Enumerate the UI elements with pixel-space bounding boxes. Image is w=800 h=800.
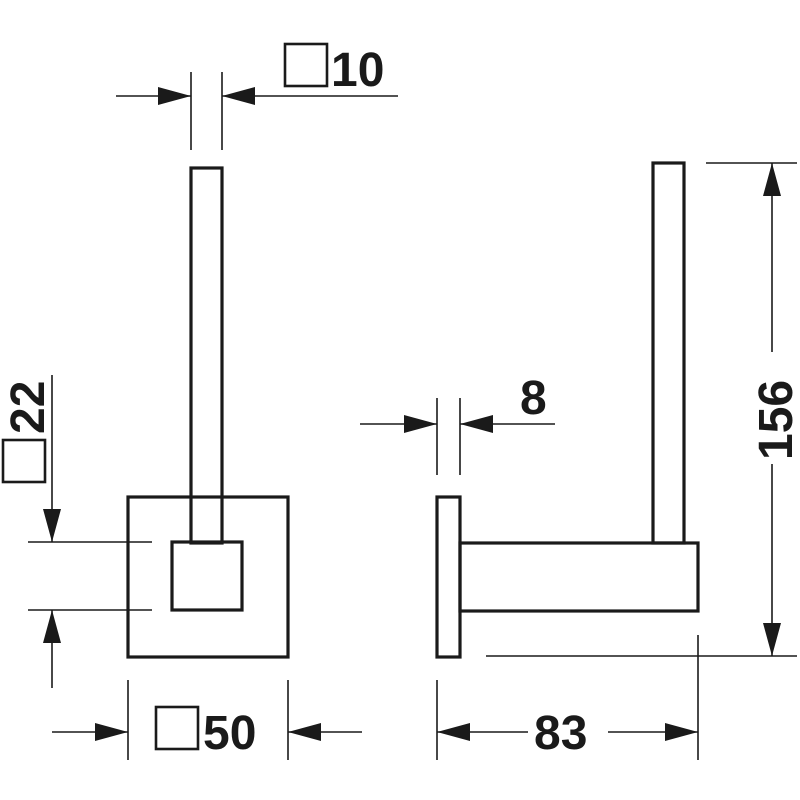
- square-symbol-icon: [1, 438, 47, 484]
- side-rod: [651, 161, 686, 545]
- front-wall-plate: [126, 495, 290, 659]
- arrowhead: [437, 723, 470, 741]
- arrowhead: [95, 723, 128, 741]
- arrowhead: [222, 87, 255, 105]
- arrowhead: [763, 163, 781, 196]
- dimension-base-square: 22: [1, 375, 152, 688]
- dimension-label: 83: [534, 707, 587, 760]
- dimension-label: 10: [331, 44, 384, 97]
- dimension-rod-square: 10: [116, 42, 398, 150]
- dimension-plate-thickness: 8: [360, 372, 555, 475]
- dimension-plate-square: 50: [52, 680, 362, 760]
- front-rod: [189, 166, 224, 545]
- arrowhead: [665, 723, 698, 741]
- arrowhead: [158, 87, 191, 105]
- arrowhead: [43, 509, 61, 542]
- side-arm: [458, 541, 700, 613]
- dimension-label: 8: [520, 372, 547, 425]
- square-symbol-icon: [154, 705, 200, 751]
- arrowhead: [43, 610, 61, 643]
- dimension-height: 156: [486, 162, 800, 657]
- arrowhead: [288, 723, 321, 741]
- arrowhead: [460, 415, 493, 433]
- dimension-label: 22: [2, 381, 55, 434]
- dimension-label: 50: [203, 707, 256, 760]
- side-view: [435, 161, 700, 659]
- front-view: [126, 166, 290, 659]
- front-base-square: [170, 540, 244, 612]
- label-mask: [750, 352, 796, 464]
- arrowhead: [404, 415, 437, 433]
- dimension-projection: 83: [436, 635, 699, 760]
- side-wall-plate: [435, 495, 462, 659]
- dimension-label: 156: [750, 380, 800, 460]
- arrowhead: [763, 623, 781, 656]
- square-symbol-icon: [283, 42, 329, 88]
